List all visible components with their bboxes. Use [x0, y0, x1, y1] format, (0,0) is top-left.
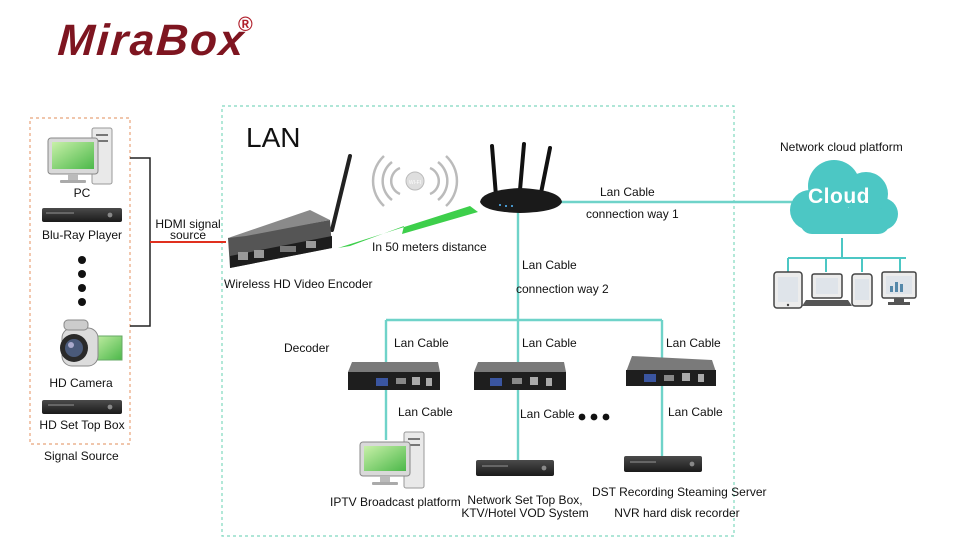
way2-connection-label: connection way 2 — [516, 282, 609, 296]
encoder-label: Wireless HD Video Encoder — [224, 277, 373, 291]
decoder-2-lower-cable: Lan Cable — [520, 407, 575, 421]
source-device-label-pc: PC — [73, 186, 91, 200]
decoder-1-lower-cable: Lan Cable — [398, 405, 453, 419]
cloud-client-links — [787, 238, 906, 272]
router-icon — [480, 142, 562, 213]
more-decoders-dots — [578, 413, 610, 421]
wireless-distance-label: In 50 meters distance — [372, 240, 487, 254]
decoder-unit-1 — [348, 362, 440, 390]
registered-mark: ® — [238, 14, 253, 36]
lan-zone-frame — [221, 105, 735, 537]
source-device-label-stb: HD Set Top Box — [39, 418, 125, 432]
wireless-link-bolt — [338, 206, 478, 248]
decoder-2-upper-cable: Lan Cable — [522, 336, 577, 350]
way1-connection-label: connection way 1 — [586, 207, 679, 221]
set-top-box-icon — [42, 400, 122, 414]
video-encoder-icon — [228, 154, 352, 268]
phone-icon — [851, 273, 873, 307]
wifi-signal-icon — [371, 155, 459, 207]
cloud-platform-title: Network cloud platform — [780, 140, 903, 154]
signal-source-frame — [29, 117, 131, 445]
output-label-iptv: IPTV Broadcast platform — [330, 495, 461, 509]
laptop-icon — [802, 273, 852, 306]
hdmi-label-line1: HDMI signal — [155, 217, 221, 231]
bluray-player-icon — [42, 208, 122, 222]
source-bracket — [130, 157, 151, 327]
cloud-icon — [790, 160, 898, 234]
output-label-nvr-2: NVR hard disk recorder — [614, 506, 740, 520]
decoder-3-lower-cable: Lan Cable — [668, 405, 723, 419]
hd-camera-icon — [60, 319, 123, 367]
desktop-icon — [881, 271, 917, 305]
decoder-1-upper-cable: Lan Cable — [394, 336, 449, 350]
output-label-nvr-1: DST Recording Steaming Server — [592, 485, 767, 499]
lan-zone-title: LAN — [246, 122, 301, 153]
output-label-stb-2: KTV/Hotel VOD System — [461, 506, 589, 520]
more-devices-dots — [78, 256, 86, 306]
tablet-icon — [773, 271, 803, 309]
cloud-text: Cloud — [808, 185, 870, 208]
network-set-top-box-icon — [476, 460, 554, 476]
source-device-label-bluray: Blu-Ray Player — [41, 228, 123, 242]
decoder-title: Decoder — [284, 341, 330, 355]
way2-cable-label: Lan Cable — [522, 258, 577, 272]
pc-monitor-icon — [47, 127, 113, 185]
wifi-badge: WI-FI — [409, 180, 421, 186]
decoder-unit-3 — [626, 356, 716, 386]
nvr-recorder-icon — [624, 456, 702, 472]
source-device-label-camera: HD Camera — [49, 376, 113, 390]
signal-source-title: Signal Source — [44, 449, 119, 463]
decoder-3-upper-cable: Lan Cable — [666, 336, 721, 350]
hdmi-label-line2: source — [169, 228, 207, 242]
decoder-unit-2 — [474, 362, 566, 390]
iptv-pc-icon — [359, 431, 425, 489]
mirabox-logo: MiraBox — [56, 16, 248, 65]
output-label-stb-1: Network Set Top Box, — [467, 493, 583, 507]
way1-cable-label: Lan Cable — [600, 185, 655, 199]
